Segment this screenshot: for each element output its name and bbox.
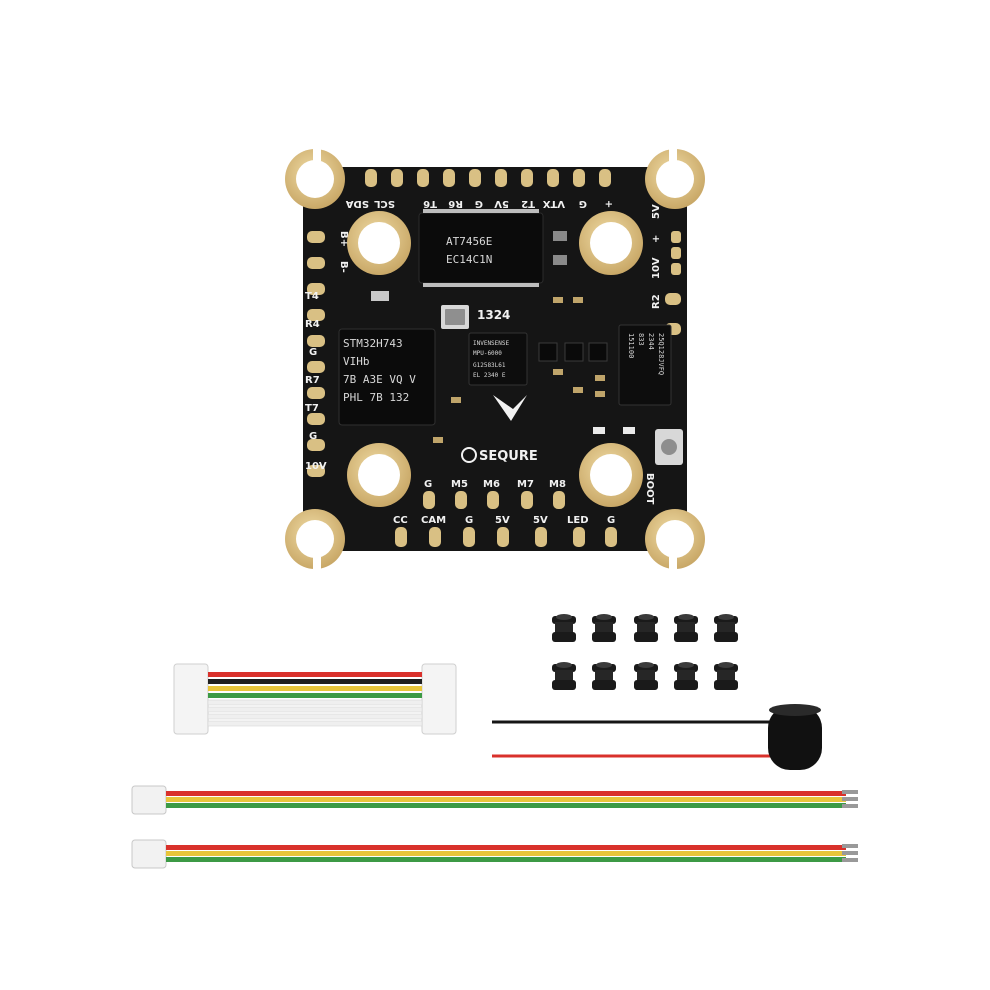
grommets-graphic bbox=[552, 614, 738, 690]
buzzer bbox=[490, 702, 824, 774]
left-pad-labels: B+ B- T4 R4 G R7 T7 G 10V bbox=[305, 231, 349, 472]
svg-text:5V: 5V bbox=[494, 198, 509, 209]
jst-cable-2 bbox=[130, 834, 862, 874]
svg-text:M6: M6 bbox=[483, 479, 500, 490]
svg-text:7B A3E VQ V: 7B A3E VQ V bbox=[343, 373, 416, 386]
svg-text:T4: T4 bbox=[305, 291, 319, 302]
jst-cable-1-graphic bbox=[131, 785, 858, 815]
svg-text:B+: B+ bbox=[338, 231, 349, 247]
svg-text:AT7456E: AT7456E bbox=[446, 235, 492, 248]
flash-chip-marking: 25Q128JVFQ 2344 833 151100 bbox=[627, 333, 665, 375]
svg-text:STM32H743: STM32H743 bbox=[343, 337, 403, 350]
svg-text:M5: M5 bbox=[451, 479, 468, 490]
svg-text:G: G bbox=[309, 347, 317, 358]
brand-name: SEQURE bbox=[479, 449, 538, 464]
small-components bbox=[371, 231, 683, 465]
svg-text:T7: T7 bbox=[305, 403, 319, 414]
svg-text:M7: M7 bbox=[517, 479, 534, 490]
svg-text:INVENSENSE: INVENSENSE bbox=[473, 340, 510, 347]
svg-text:G: G bbox=[309, 431, 317, 442]
svg-text:G: G bbox=[475, 198, 483, 209]
svg-text:+: + bbox=[651, 235, 662, 243]
svg-text:25Q128JVFQ: 25Q128JVFQ bbox=[657, 333, 665, 375]
right-pad-labels: 5V + 10V R2 BOOT bbox=[644, 204, 662, 505]
corner-mount-holes bbox=[285, 147, 705, 571]
svg-text:10V: 10V bbox=[305, 461, 327, 472]
svg-text:833: 833 bbox=[637, 333, 645, 346]
svg-text:VTX: VTX bbox=[542, 198, 565, 209]
bottom-solder-pads bbox=[395, 527, 617, 547]
svg-text:MPU-6000: MPU-6000 bbox=[473, 350, 502, 357]
buzzer-graphic bbox=[492, 704, 822, 770]
ribbon-cable bbox=[170, 656, 460, 742]
svg-text:PHL 7B 132: PHL 7B 132 bbox=[343, 391, 409, 404]
svg-text:EC14C1N: EC14C1N bbox=[446, 253, 492, 266]
svg-text:151100: 151100 bbox=[627, 333, 635, 358]
pcb-graphic: SDA SCL T6 R6 G 5V T2 VTX G + B+ B- T4 R… bbox=[285, 147, 705, 571]
brand-mark-icon bbox=[461, 447, 477, 463]
svg-text:B-: B- bbox=[338, 261, 349, 273]
osd-chip bbox=[418, 209, 544, 287]
imu-chip-marking: INVENSENSE MPU-6000 G12583L61 EL 2340 E bbox=[473, 340, 510, 379]
brand-logo-icon bbox=[493, 395, 527, 421]
flight-controller-board: SDA SCL T6 R6 G 5V T2 VTX G + B+ B- T4 R… bbox=[283, 147, 707, 571]
mcu-chip bbox=[338, 328, 436, 426]
top-solder-pads bbox=[365, 169, 611, 187]
left-solder-pads bbox=[307, 231, 325, 477]
svg-text:2344: 2344 bbox=[647, 333, 655, 350]
svg-text:G: G bbox=[465, 515, 473, 526]
svg-text:5V: 5V bbox=[495, 515, 510, 526]
svg-text:+: + bbox=[605, 198, 613, 209]
svg-text:R2: R2 bbox=[651, 294, 662, 309]
ribbon-cable-graphic bbox=[173, 663, 457, 735]
osd-chip-marking: AT7456E EC14C1N bbox=[446, 235, 492, 266]
svg-text:T2: T2 bbox=[521, 198, 535, 209]
svg-text:G: G bbox=[579, 198, 587, 209]
svg-text:CC: CC bbox=[393, 515, 408, 526]
svg-text:5V: 5V bbox=[533, 515, 548, 526]
svg-text:LED: LED bbox=[567, 515, 589, 526]
svg-text:BOOT: BOOT bbox=[644, 473, 655, 505]
svg-text:G: G bbox=[607, 515, 615, 526]
svg-text:M8: M8 bbox=[549, 479, 566, 490]
bottom-pad-labels: CC CAM G 5V 5V LED G bbox=[393, 515, 615, 526]
jst-cable-2-graphic bbox=[131, 839, 858, 869]
svg-text:SCL: SCL bbox=[373, 198, 395, 209]
svg-text:10V: 10V bbox=[651, 257, 662, 279]
svg-text:CAM: CAM bbox=[421, 515, 446, 526]
svg-text:R4: R4 bbox=[305, 319, 320, 330]
svg-text:R6: R6 bbox=[448, 198, 463, 209]
svg-text:G12583L61: G12583L61 bbox=[473, 362, 506, 369]
top-pad-labels: SDA SCL T6 R6 G 5V T2 VTX G + bbox=[345, 198, 613, 209]
code-mark: 1324 bbox=[477, 308, 510, 322]
inner-mount-holes bbox=[347, 211, 643, 507]
rubber-grommets bbox=[548, 612, 744, 696]
svg-text:T6: T6 bbox=[423, 198, 437, 209]
imu-chip bbox=[468, 332, 528, 386]
motor-solder-pads bbox=[423, 491, 565, 509]
jst-cable-1 bbox=[130, 780, 862, 820]
svg-text:EL 2340 E: EL 2340 E bbox=[473, 372, 506, 379]
mcu-chip-marking: STM32H743 VIHb 7B A3E VQ V PHL 7B 132 bbox=[343, 337, 416, 404]
motor-pad-labels: G M5 M6 M7 M8 bbox=[424, 479, 566, 490]
svg-text:SDA: SDA bbox=[345, 198, 369, 209]
svg-text:5V: 5V bbox=[651, 204, 662, 219]
svg-text:R7: R7 bbox=[305, 375, 320, 386]
flash-chip bbox=[618, 324, 672, 406]
svg-text:G: G bbox=[424, 479, 432, 490]
svg-text:VIHb: VIHb bbox=[343, 355, 370, 368]
